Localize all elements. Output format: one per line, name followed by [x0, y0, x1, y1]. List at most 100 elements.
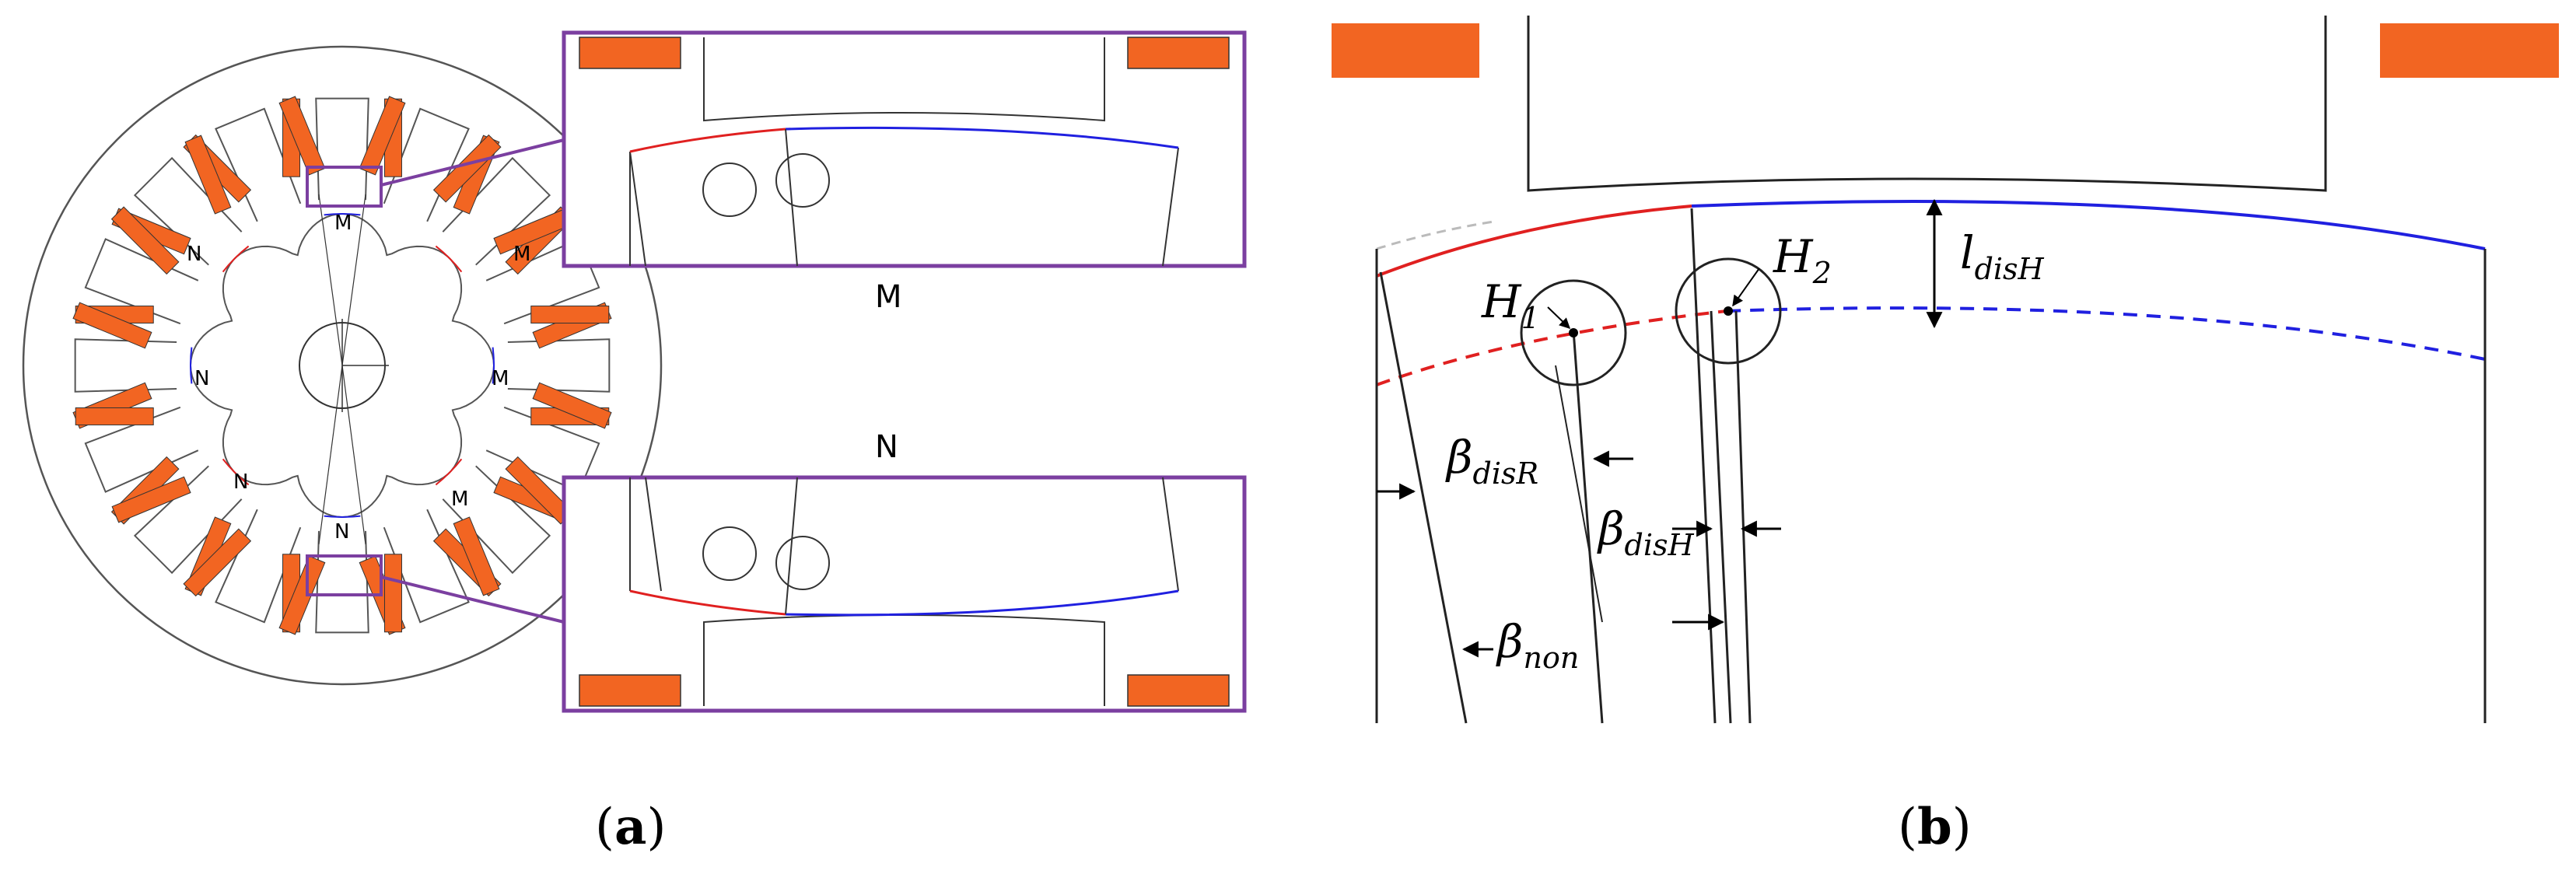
pole-label-lower-left: N: [233, 470, 248, 494]
stator-tooth: [215, 107, 302, 222]
stator-coil: [359, 96, 406, 176]
pole-label-upper-right: M: [513, 243, 530, 266]
stator-tooth: [1527, 16, 2327, 192]
stator-coil: [75, 407, 154, 425]
caption-b: (b): [1898, 798, 1972, 856]
panel-a: M N N M N M N M M N: [22, 30, 1247, 856]
inset-top-blue-arc: [785, 126, 1179, 149]
stator-coil: [111, 476, 191, 523]
stator-tooth: [383, 107, 470, 222]
rotor-edge-slant: [1379, 271, 1468, 724]
pole-label-top: M: [334, 212, 352, 235]
inset-top-barrier: [785, 128, 798, 267]
h1-pointer: [1547, 306, 1571, 329]
pole-tip-arc: [324, 515, 361, 518]
label-ldish: ldisH: [1960, 226, 2045, 286]
h1-drop-line: [1572, 330, 1604, 724]
zoom-box-top: [306, 166, 383, 208]
inset-bottom-hole-1: [702, 526, 757, 581]
stator-outer-circle: [22, 45, 663, 686]
inset-bottom: [562, 475, 1247, 713]
label-beta-non: βnon: [1496, 615, 1579, 675]
inset-bottom-rotor-outline: [629, 477, 1179, 592]
stator-tooth: [507, 338, 611, 393]
label-beta-disr: βdisR: [1445, 431, 1538, 491]
stator-coil: [432, 134, 502, 203]
pole-tip-arc: [435, 458, 463, 486]
inset-top-tooth: [703, 37, 1105, 122]
stator-coil: [278, 96, 326, 176]
pole-tip-arc: [222, 245, 250, 273]
caption-a: (a): [595, 798, 666, 856]
barrier-line-3: [1734, 310, 1752, 724]
hole-h2-center: [1724, 306, 1733, 316]
stator-tooth: [74, 338, 177, 393]
stator-coil: [183, 528, 252, 597]
barrier-line-1: [1690, 208, 1717, 724]
coil-top-left: [1332, 23, 1479, 78]
inset-label-n: N: [875, 429, 898, 465]
coil-top-right: [2380, 23, 2559, 78]
pole-label-lower-right: M: [451, 488, 468, 511]
inset-bottom-coil-left: [579, 674, 681, 707]
stator-coils: [72, 96, 612, 635]
inset-label-m: M: [875, 279, 902, 315]
hole-h1-center: [1569, 328, 1578, 337]
zoom-box-bottom: [306, 554, 383, 596]
label-h2: H2: [1773, 230, 1832, 290]
stator-coil: [278, 555, 326, 635]
inset-top-coil-right: [1127, 37, 1230, 69]
inset-bottom-barrier: [785, 477, 798, 615]
inset-top-frame: [562, 30, 1247, 268]
zoom-connector: [380, 575, 565, 624]
pole-label-right: M: [492, 367, 509, 390]
stator-coil: [532, 382, 612, 429]
pole-tip-arc: [324, 213, 361, 216]
stator-tooth: [442, 465, 551, 575]
outer-arc-blue: [1691, 200, 2486, 250]
stator-coil: [453, 516, 500, 596]
inset-top-hole-1: [702, 163, 757, 217]
outer-arc-red: [1376, 205, 1692, 278]
stator-coil: [72, 302, 152, 349]
inset-top: [562, 30, 1247, 268]
stator-tooth: [383, 509, 470, 624]
stator-tooth: [84, 406, 199, 493]
stator-tooth: [315, 530, 369, 634]
inset-top-coil-left: [579, 37, 681, 69]
guide-line: [318, 365, 343, 545]
pole-tip-arc: [222, 458, 250, 486]
stator-tooth: [84, 238, 199, 325]
guide-line: [341, 194, 366, 366]
stator-teeth: [74, 97, 611, 634]
inset-bottom-coil-right: [1127, 674, 1230, 707]
barrier-line-2: [1710, 310, 1732, 724]
inner-arc-blue-dashed: [1726, 306, 2486, 361]
inset-top-red-arc: [629, 128, 786, 153]
stator-coil: [184, 135, 232, 215]
pole-tip-arc: [435, 245, 463, 273]
stator-tooth: [442, 156, 551, 266]
inset-bottom-red-arc: [629, 589, 786, 616]
inset-bottom-blue-arc: [785, 589, 1179, 617]
stator-tooth: [133, 156, 243, 266]
pole-label-left: N: [194, 367, 209, 390]
inset-top-rotor-outline: [629, 147, 1179, 267]
stator-tooth: [485, 406, 600, 493]
h2-pointer: [1732, 267, 1760, 307]
guide-line: [318, 194, 343, 366]
panel-b: H1 H2 ldisH βdisR βdisH βnon (b): [1332, 16, 2559, 856]
pole-tip-arc: [492, 347, 495, 384]
h1-drop-line-b: [1555, 365, 1603, 623]
stator-coil: [110, 206, 180, 275]
inset-top-hole-2: [775, 153, 830, 208]
rotor-poles: [189, 212, 495, 519]
label-beta-dish: βdisH: [1597, 502, 1695, 562]
hole-h2: [1675, 257, 1782, 365]
label-h1: H1: [1481, 275, 1540, 335]
stator-tooth: [133, 465, 243, 575]
hole-h1: [1520, 279, 1627, 386]
inset-bottom-hole-2: [775, 536, 830, 590]
guide-line: [341, 365, 366, 545]
